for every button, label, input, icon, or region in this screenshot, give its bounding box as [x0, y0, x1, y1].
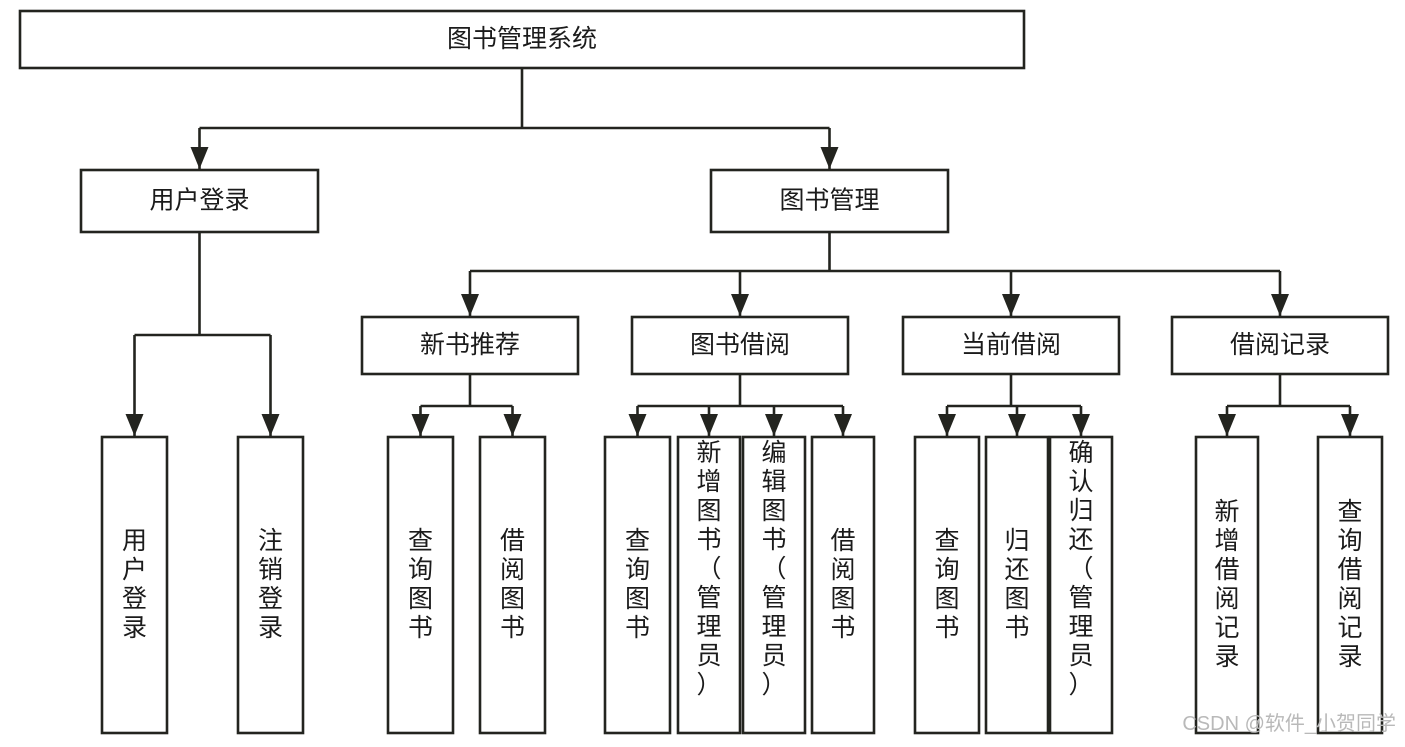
node-label-确认归还管理员: 确认归还（管理员）: [1068, 439, 1093, 699]
node-box-用户登录: [79, 168, 320, 234]
node-label-用户登录: 用户登录: [122, 527, 147, 642]
node-用户登录[interactable]: 用户登录: [100, 435, 169, 735]
arrow-head-icon-查询借阅记录: [1341, 414, 1359, 436]
node-查询图书[interactable]: 查询图书: [913, 435, 981, 735]
node-label-新增图书管理员: 新增图书（管理员）: [696, 439, 721, 699]
node-box-图书管理: [709, 168, 950, 234]
node-图书管理[interactable]: 图书管理: [709, 168, 950, 234]
node-label-查询图书: 查询图书: [934, 527, 959, 642]
node-图书管理系统[interactable]: 图书管理系统: [18, 9, 1026, 70]
arrow-head-icon-归还图书: [1008, 414, 1026, 436]
node-box-新书推荐: [360, 315, 580, 376]
arrow-head-icon-借阅记录: [1271, 294, 1289, 316]
node-label-编辑图书管理员: 编辑图书（管理员）: [761, 439, 786, 699]
node-查询图书[interactable]: 查询图书: [603, 435, 672, 735]
csdn-watermark: CSDN @软件_小贺同学: [1182, 712, 1396, 735]
node-新书推荐[interactable]: 新书推荐: [360, 315, 580, 376]
node-当前借阅[interactable]: 当前借阅: [901, 315, 1121, 376]
node-box-借阅记录: [1170, 315, 1390, 376]
node-box-注销登录: [236, 435, 305, 735]
node-layer: 图书管理系统用户登录用户登录注销登录图书管理新书推荐查询图书借阅图书图书借阅查询…: [18, 9, 1390, 735]
node-用户登录[interactable]: 用户登录: [79, 168, 320, 234]
arrow-head-icon-借阅图书: [834, 414, 852, 436]
arrow-head-icon-查询图书: [411, 414, 430, 436]
arrow-head-icon-图书借阅: [731, 294, 749, 316]
connector-layer: [125, 68, 1359, 436]
node-查询图书[interactable]: 查询图书: [386, 435, 455, 735]
arrow-head-icon-注销登录: [261, 414, 280, 436]
node-box-编辑图书管理员: [741, 435, 807, 735]
arrow-head-icon-图书管理: [820, 147, 839, 169]
node-借阅记录[interactable]: 借阅记录: [1170, 315, 1390, 376]
arrow-head-icon-查询图书: [938, 414, 956, 436]
node-label-图书管理系统: 图书管理系统: [447, 25, 597, 53]
node-box-图书管理系统: [18, 9, 1026, 70]
node-box-归还图书: [984, 435, 1050, 735]
node-label-注销登录: 注销登录: [258, 527, 283, 642]
arrow-head-icon-新增图书管理员: [700, 414, 718, 436]
node-label-新书推荐: 新书推荐: [420, 331, 520, 359]
arrow-head-icon-新增借阅记录: [1218, 414, 1236, 436]
arrow-head-icon-查询图书: [628, 414, 647, 436]
node-新增借阅记录[interactable]: 新增借阅记录: [1194, 435, 1260, 735]
node-box-查询图书: [603, 435, 672, 735]
node-label-借阅图书: 借阅图书: [830, 527, 855, 642]
node-注销登录[interactable]: 注销登录: [236, 435, 305, 735]
node-box-用户登录: [100, 435, 169, 735]
node-label-当前借阅: 当前借阅: [961, 331, 1061, 359]
node-label-查询图书: 查询图书: [625, 527, 650, 642]
node-确认归还管理员[interactable]: 确认归还（管理员）: [1048, 435, 1114, 735]
node-归还图书[interactable]: 归还图书: [984, 435, 1050, 735]
arrow-head-icon-借阅图书: [503, 414, 522, 436]
node-label-用户登录: 用户登录: [149, 187, 249, 215]
node-box-查询借阅记录: [1316, 435, 1384, 735]
node-查询借阅记录[interactable]: 查询借阅记录: [1316, 435, 1384, 735]
node-label-图书借阅: 图书借阅: [690, 331, 790, 359]
node-box-图书借阅: [630, 315, 850, 376]
node-box-当前借阅: [901, 315, 1121, 376]
node-图书借阅[interactable]: 图书借阅: [630, 315, 850, 376]
node-label-归还图书: 归还图书: [1004, 527, 1029, 642]
node-box-查询图书: [913, 435, 981, 735]
node-借阅图书[interactable]: 借阅图书: [810, 435, 876, 735]
node-label-借阅记录: 借阅记录: [1230, 331, 1330, 359]
node-label-借阅图书: 借阅图书: [500, 527, 525, 642]
node-box-借阅图书: [810, 435, 876, 735]
node-box-确认归还管理员: [1048, 435, 1114, 735]
arrow-head-icon-新书推荐: [461, 294, 479, 316]
arrow-head-icon-用户登录: [190, 147, 209, 169]
node-label-新增借阅记录: 新增借阅记录: [1214, 498, 1239, 671]
node-box-新增借阅记录: [1194, 435, 1260, 735]
node-box-新增图书管理员: [676, 435, 742, 735]
arrow-head-icon-编辑图书管理员: [765, 414, 783, 436]
arrow-head-icon-当前借阅: [1002, 294, 1020, 316]
node-box-借阅图书: [478, 435, 547, 735]
node-label-查询借阅记录: 查询借阅记录: [1337, 498, 1362, 671]
node-label-图书管理: 图书管理: [779, 187, 879, 215]
node-借阅图书[interactable]: 借阅图书: [478, 435, 547, 735]
node-新增图书管理员[interactable]: 新增图书（管理员）: [676, 435, 742, 735]
node-box-查询图书: [386, 435, 455, 735]
arrow-head-icon-用户登录: [125, 414, 144, 436]
node-编辑图书管理员[interactable]: 编辑图书（管理员）: [741, 435, 807, 735]
node-label-查询图书: 查询图书: [408, 527, 433, 642]
arrow-head-icon-确认归还管理员: [1072, 414, 1090, 436]
